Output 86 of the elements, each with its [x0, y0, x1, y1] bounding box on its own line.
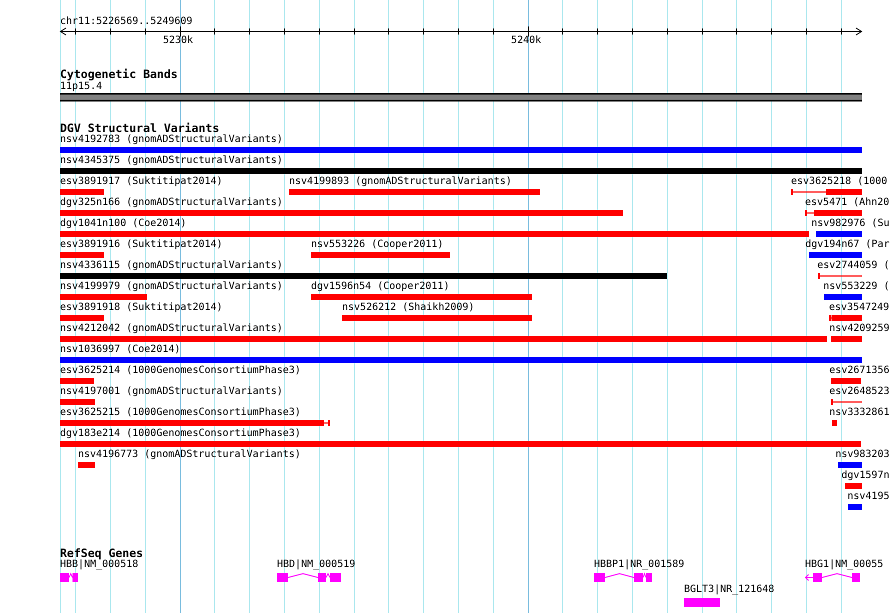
variant-label: nsv4199893 (gnomADStructuralVariants) [289, 176, 512, 188]
variant-bar [848, 504, 862, 510]
variant-bar [311, 252, 450, 258]
track-title: RefSeq Genes [60, 546, 144, 560]
variant-bar [832, 420, 837, 426]
variant-label: nsv553229 ( [823, 280, 890, 292]
band-label: 11p15.4 [60, 80, 102, 92]
tick-label: 5230k [162, 34, 194, 46]
position-label: chr11:5226569..5249609 [60, 16, 192, 28]
variant-bar [60, 378, 94, 384]
chromosome-band [60, 92, 862, 101]
variant-bar [60, 399, 95, 405]
variant-label: nsv4212042 (gnomADStructuralVariants) [60, 322, 283, 334]
variant-label: dgv1041n100 (Coe2014) [60, 218, 186, 230]
gene-model [684, 598, 720, 606]
gene-model [277, 572, 341, 582]
variant-bar [78, 462, 95, 468]
variant-bar [60, 189, 104, 195]
variant-bar [845, 483, 862, 489]
variant-label: esv3891916 (Suktitipat2014) [60, 238, 223, 250]
variant-label: nsv4209259 [829, 322, 890, 334]
variant-bar [60, 420, 330, 426]
variant-bar [829, 315, 862, 321]
variant-bar [60, 210, 623, 216]
gene-label: HBBP1|NR_001589 [594, 559, 684, 571]
variant-label: dgv183e214 (1000GenomesConsortiumPhase3) [60, 428, 301, 440]
gene-model [594, 572, 652, 582]
variant-bar [311, 294, 532, 300]
variant-bar [816, 231, 862, 237]
variant-bar [805, 210, 862, 216]
variant-bar [60, 147, 862, 153]
variant-bar [60, 231, 809, 237]
variant-bar [289, 189, 540, 195]
variant-bar [60, 252, 104, 258]
variant-label: esv2744059 ( [817, 260, 890, 272]
variant-bar [342, 315, 532, 321]
variant-label: nsv4345375 (gnomADStructuralVariants) [60, 154, 283, 166]
variant-label: dgv1596n54 (Cooper2011) [311, 280, 450, 292]
variant-bar [818, 273, 862, 279]
variant-bar [831, 399, 862, 405]
track-title: DGV Structural Variants [60, 120, 220, 134]
variant-label: dgv325n166 (gnomADStructuralVariants) [60, 196, 283, 208]
variant-label: esv3891918 (Suktitipat2014) [60, 302, 223, 314]
variant-label: dgv194n67 (Par [805, 238, 890, 250]
variant-label: nsv4195 [847, 490, 890, 502]
variant-bar [824, 294, 862, 300]
gene-label: HBG1|NM_00055 [805, 559, 884, 571]
gene-model [60, 572, 78, 582]
variant-label: nsv3332861 [829, 406, 890, 418]
variant-bar [791, 189, 862, 195]
variant-label: nsv982976 (Su [811, 218, 890, 230]
variant-label: nsv4192783 (gnomADStructuralVariants) [60, 134, 283, 146]
variant-bar [60, 273, 667, 279]
track-title: Cytogenetic Bands [60, 66, 178, 80]
variant-label: esv3625215 (1000GenomesConsortiumPhase3) [60, 406, 301, 418]
variant-bar [831, 378, 861, 384]
variant-label: esv3891917 (Suktitipat2014) [60, 176, 223, 188]
variant-label: nsv4336115 (gnomADStructuralVariants) [60, 260, 283, 272]
variant-label: esv3547249 [829, 302, 890, 314]
gene-label: BGLT3|NR_121648 [684, 584, 774, 596]
variant-label: esv2648523 [829, 386, 890, 398]
variant-label: dgv1597n [841, 470, 890, 482]
variant-bar [60, 441, 861, 447]
variant-bar [60, 315, 104, 321]
variant-bar [60, 294, 147, 300]
variant-label: esv5471 (Ahn20 [805, 196, 890, 208]
variant-label: nsv553226 (Cooper2011) [311, 238, 444, 250]
variant-bar [838, 462, 862, 468]
variant-bar [831, 336, 862, 342]
variant-label: nsv526212 (Shaikh2009) [342, 302, 474, 314]
gene-label: HBB|NM_000518 [60, 559, 138, 571]
variant-label: esv2671356 [829, 364, 890, 376]
gene-label: HBD|NM_000519 [277, 559, 356, 571]
variant-label: nsv983203 [835, 448, 890, 460]
variant-label: esv3625218 (1000 [791, 176, 888, 188]
variant-label: nsv4196773 (gnomADStructuralVariants) [78, 448, 301, 460]
variant-bar [60, 357, 862, 363]
variant-label: nsv4197001 (gnomADStructuralVariants) [60, 386, 283, 398]
variant-label: nsv4199979 (gnomADStructuralVariants) [60, 280, 283, 292]
gene-model [805, 572, 860, 582]
variant-bar [60, 168, 862, 174]
tick-label: 5240k [511, 34, 542, 46]
variant-label: nsv1036997 (Coe2014) [60, 344, 180, 356]
variant-bar [809, 252, 862, 258]
variant-bar [60, 336, 827, 342]
variant-label: esv3625214 (1000GenomesConsortiumPhase3) [60, 364, 301, 376]
